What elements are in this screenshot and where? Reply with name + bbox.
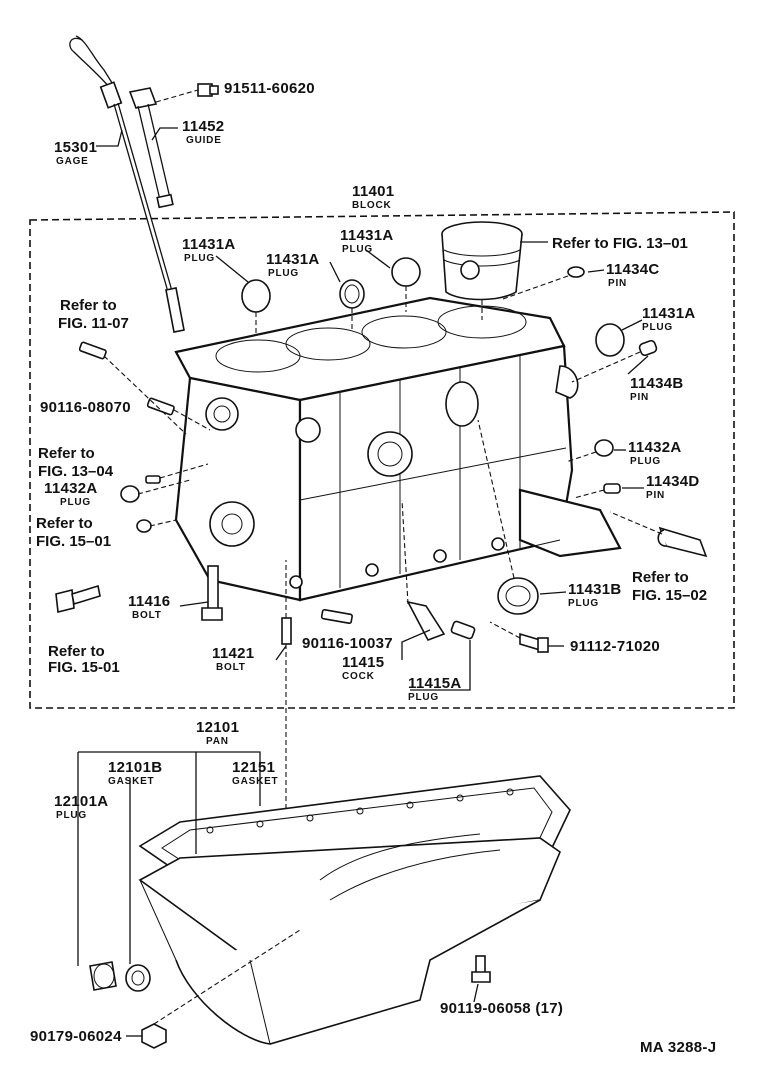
label-bolt-11421-name: BOLT [216,662,246,673]
label-bolt-11421-number: 11421 [212,645,254,662]
label-plug-11432a-right-name: PLUG [630,456,661,467]
label-ref-fig-15-02-line1: Refer to [632,569,689,586]
label-pin-11434d-number: 11434D [646,473,700,490]
drain-cock-art [401,499,476,641]
label-plug-11432a-right-number: 11432A [628,439,682,456]
cylinder-block [174,296,622,602]
label-plug-11431b-number: 11431B [568,581,622,598]
leader-lines [77,127,649,1037]
label-plug-11431a-4-number: 11431A [642,305,696,322]
bolt-ref-15-01-art [55,584,101,613]
label-plug-11431a-4-name: PLUG [642,322,673,333]
pin-ref-13-04-art [145,463,209,484]
label-plug-11431a-1-name: PLUG [184,253,215,264]
plug-11431a-top-art [391,257,421,312]
stud-90116-10037-art [320,608,353,625]
label-plug-11431a-2-name: PLUG [268,268,299,279]
label-ref-fig-15-01-bottom-line1: Refer to [48,643,105,660]
label-stud-90116-08070: 90116-08070 [40,399,131,416]
label-plug-11432a-left-number: 11432A [44,480,98,497]
label-cock-number: 11415 [342,654,384,671]
label-gasket-12101b-name: GASKET [108,776,154,787]
bolt-91112-art [489,621,549,653]
label-pin-11434c-name: PIN [608,278,627,289]
block-assembly-boundary [29,211,735,709]
drain-plug-12101a-art [89,961,117,991]
label-ref-fig-13-04-line1: Refer to [38,445,95,462]
stud-ref-11-07-art [78,341,187,435]
nut-90179-art [141,929,301,1049]
label-plug-11431b-name: PLUG [568,598,599,609]
label-block-number: 11401 [352,183,394,200]
label-bolt-11416-name: BOLT [132,610,162,621]
oil-pressure-fitting-art [609,511,708,558]
label-ref-fig-15-01-left-line2: FIG. 15–01 [36,533,111,550]
plug-11432a-right-art [565,439,614,463]
label-stud-90116-10037: 90116-10037 [302,635,393,652]
stud-90116-08070-art [146,397,211,431]
label-block-name: BLOCK [352,200,392,211]
label-pin-11434c-number: 11434C [606,261,660,278]
plug-11432a-left-art [120,479,191,503]
label-guide-number: 11452 [182,118,224,135]
plug-11431a-left-art [241,279,271,336]
label-gasket-12151-name: GASKET [232,776,278,787]
label-bolt-91112: 91112-71020 [570,638,660,655]
label-plug-12101a-name: PLUG [56,810,87,821]
piston-ref-13-01 [441,221,523,320]
label-plug-11431a-2-number: 11431A [266,251,320,268]
label-cock-name: COCK [342,671,375,682]
label-gasket-12151-number: 12151 [232,759,275,776]
label-ref-fig-15-02-line2: FIG. 15–02 [632,587,707,604]
bolt-91511 [197,83,219,97]
pin-11434d-art [573,483,621,499]
plug-11431a-right-art [595,323,625,357]
bolt-90119-art [471,955,491,983]
pin-11434c-art [499,266,585,301]
label-plug-11431a-3-number: 11431A [340,227,394,244]
dipstick-guide [128,87,199,209]
plug-11431a-mid-art [339,279,365,330]
label-gage-number: 15301 [54,139,97,156]
label-plug-12101a-number: 12101A [54,793,108,810]
label-nut-90179: 90179-06024 [30,1028,122,1045]
label-plug-11431a-3-name: PLUG [342,244,373,255]
label-bolt-90119: 90119-06058 (17) [440,1000,563,1017]
label-ref-fig-15-01-left-line1: Refer to [36,515,93,532]
label-bolt-91511: 91511-60620 [224,80,315,97]
label-bolt-11416-number: 11416 [128,593,170,610]
label-guide-name: GUIDE [186,135,222,146]
label-plug-11432a-left-name: PLUG [60,497,91,508]
label-pin-11434b-name: PIN [630,392,649,403]
label-ref-fig-13-01: Refer to FIG. 13–01 [552,235,688,252]
plug-ref-15-01-art [136,519,177,533]
drain-gasket-12101b-art [125,964,151,992]
label-gasket-12101b-number: 12101B [108,759,162,776]
plug-11431b-art [477,419,539,615]
label-ref-fig-11-07-line1: Refer to [60,297,117,314]
catalog-code: MA 3288-J [640,1039,716,1056]
label-gage-name: GAGE [56,156,89,167]
label-plug-11415a-name: PLUG [408,692,439,703]
label-ref-fig-13-04-line2: FIG. 13–04 [38,463,114,480]
pin-11434b-art [571,339,658,383]
label-pan-number: 12101 [196,719,239,736]
oil-dipstick-gage [69,35,185,333]
label-pan-name: PAN [206,736,229,747]
label-pin-11434d-name: PIN [646,490,665,501]
oil-pan [138,833,561,1045]
label-pin-11434b-number: 11434B [630,375,684,392]
bolt-11416-art [201,565,223,621]
label-plug-11431a-1-number: 11431A [182,236,236,253]
label-ref-fig-11-07-line2: FIG. 11-07 [58,315,129,332]
label-plug-11415a-number: 11415A [408,675,462,692]
label-ref-fig-15-01-bottom-line2: FIG. 15-01 [48,659,120,676]
